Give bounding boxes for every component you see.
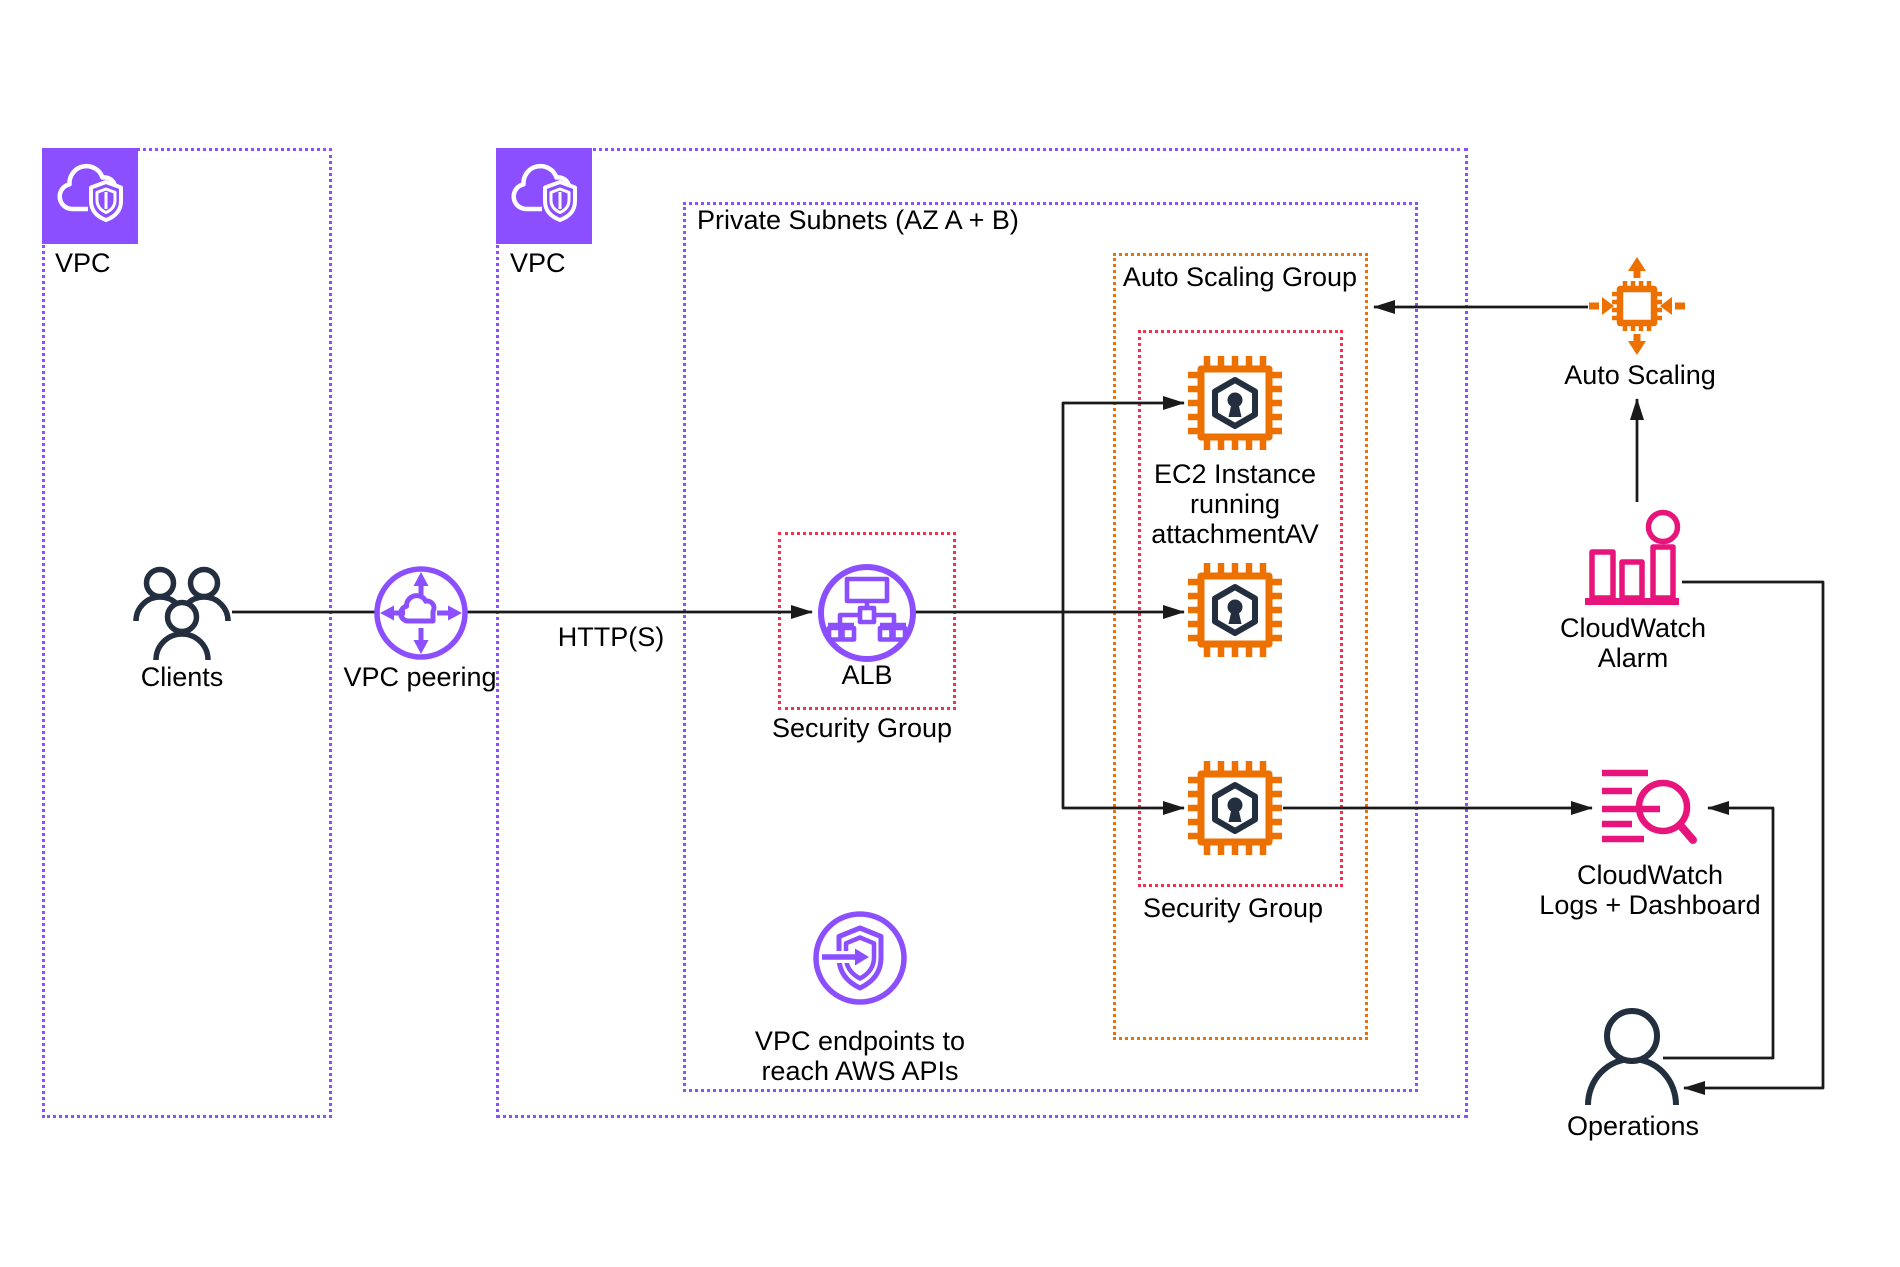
- vpc-left-label: VPC: [55, 248, 111, 278]
- security-group-alb-box: [778, 532, 956, 710]
- operations-node: [1582, 1008, 1682, 1113]
- vpc-endpoints-label-line1: VPC endpoints to: [754, 1026, 966, 1056]
- vpc-endpoints-label-line2: reach AWS APIs: [761, 1056, 959, 1086]
- person-icon: [1585, 1008, 1679, 1106]
- vpc-peering-label: VPC peering: [343, 662, 497, 692]
- cloudwatch-logs-icon: [1602, 769, 1697, 844]
- cloudwatch-logs-node: [1596, 765, 1706, 855]
- cloudwatch-alarm-icon: [1585, 509, 1681, 605]
- security-group-alb-label: Security Group: [771, 713, 953, 743]
- private-subnets-label: Private Subnets (AZ A + B): [697, 205, 1019, 235]
- ec2-node-3: [1187, 760, 1283, 861]
- vpc-peering-icon: [374, 566, 468, 660]
- alb-node: [815, 561, 919, 670]
- ec2-instance-icon: [1188, 356, 1282, 450]
- users-icon: [133, 566, 231, 661]
- clients-label: Clients: [140, 662, 224, 692]
- cloudwatch-logs-label: CloudWatch Logs + Dashboard: [1539, 860, 1760, 920]
- private-subnets-box: [683, 202, 1418, 1092]
- http-edge-label: HTTP(S): [557, 622, 665, 652]
- vpc-right-box: [496, 148, 1468, 1118]
- ec2-node-1: [1187, 355, 1283, 456]
- ec2-instance-icon: [1188, 761, 1282, 855]
- auto-scaling-node: [1587, 256, 1687, 361]
- cloudwatch-logs-label-line2: Logs + Dashboard: [1539, 890, 1761, 920]
- vpc-endpoints-label: VPC endpoints to reach AWS APIs: [755, 1026, 965, 1086]
- auto-scaling-icon: [1589, 257, 1685, 355]
- ec2-label-line2: running: [1189, 489, 1281, 519]
- alb-label: ALB: [841, 660, 893, 690]
- load-balancer-icon: [818, 564, 916, 662]
- ec2-label: EC2 Instance running attachmentAV: [1151, 459, 1319, 549]
- auto-scaling-group-label: Auto Scaling Group: [1122, 262, 1358, 292]
- vpc-icon-left: [42, 148, 138, 249]
- vpc-endpoints-node: [810, 908, 910, 1013]
- operations-label: Operations: [1566, 1111, 1700, 1141]
- ec2-node-2: [1187, 562, 1283, 663]
- ec2-instance-icon: [1188, 563, 1282, 657]
- cloud-shield-icon: [42, 148, 138, 244]
- vpc-icon-right: [496, 148, 592, 249]
- ec2-label-line1: EC2 Instance: [1153, 459, 1317, 489]
- clients-node: [126, 553, 238, 670]
- ec2-label-line3: attachmentAV: [1151, 519, 1319, 549]
- vpc-right-label: VPC: [510, 248, 566, 278]
- auto-scaling-label: Auto Scaling: [1564, 360, 1716, 390]
- cloudwatch-alarm-node: [1578, 505, 1688, 610]
- vpc-peering-node: [371, 563, 471, 668]
- cloudwatch-alarm-label-line2: Alarm: [1597, 643, 1669, 673]
- vpc-endpoint-icon: [813, 911, 907, 1005]
- cloudwatch-alarm-label-line1: CloudWatch: [1559, 613, 1707, 643]
- cloud-shield-icon: [496, 148, 592, 244]
- cloudwatch-logs-label-line1: CloudWatch: [1576, 860, 1724, 890]
- vpc-left-box: [42, 148, 332, 1118]
- cloudwatch-alarm-label: CloudWatch Alarm: [1560, 613, 1706, 673]
- security-group-ec2-label: Security Group: [1142, 893, 1324, 923]
